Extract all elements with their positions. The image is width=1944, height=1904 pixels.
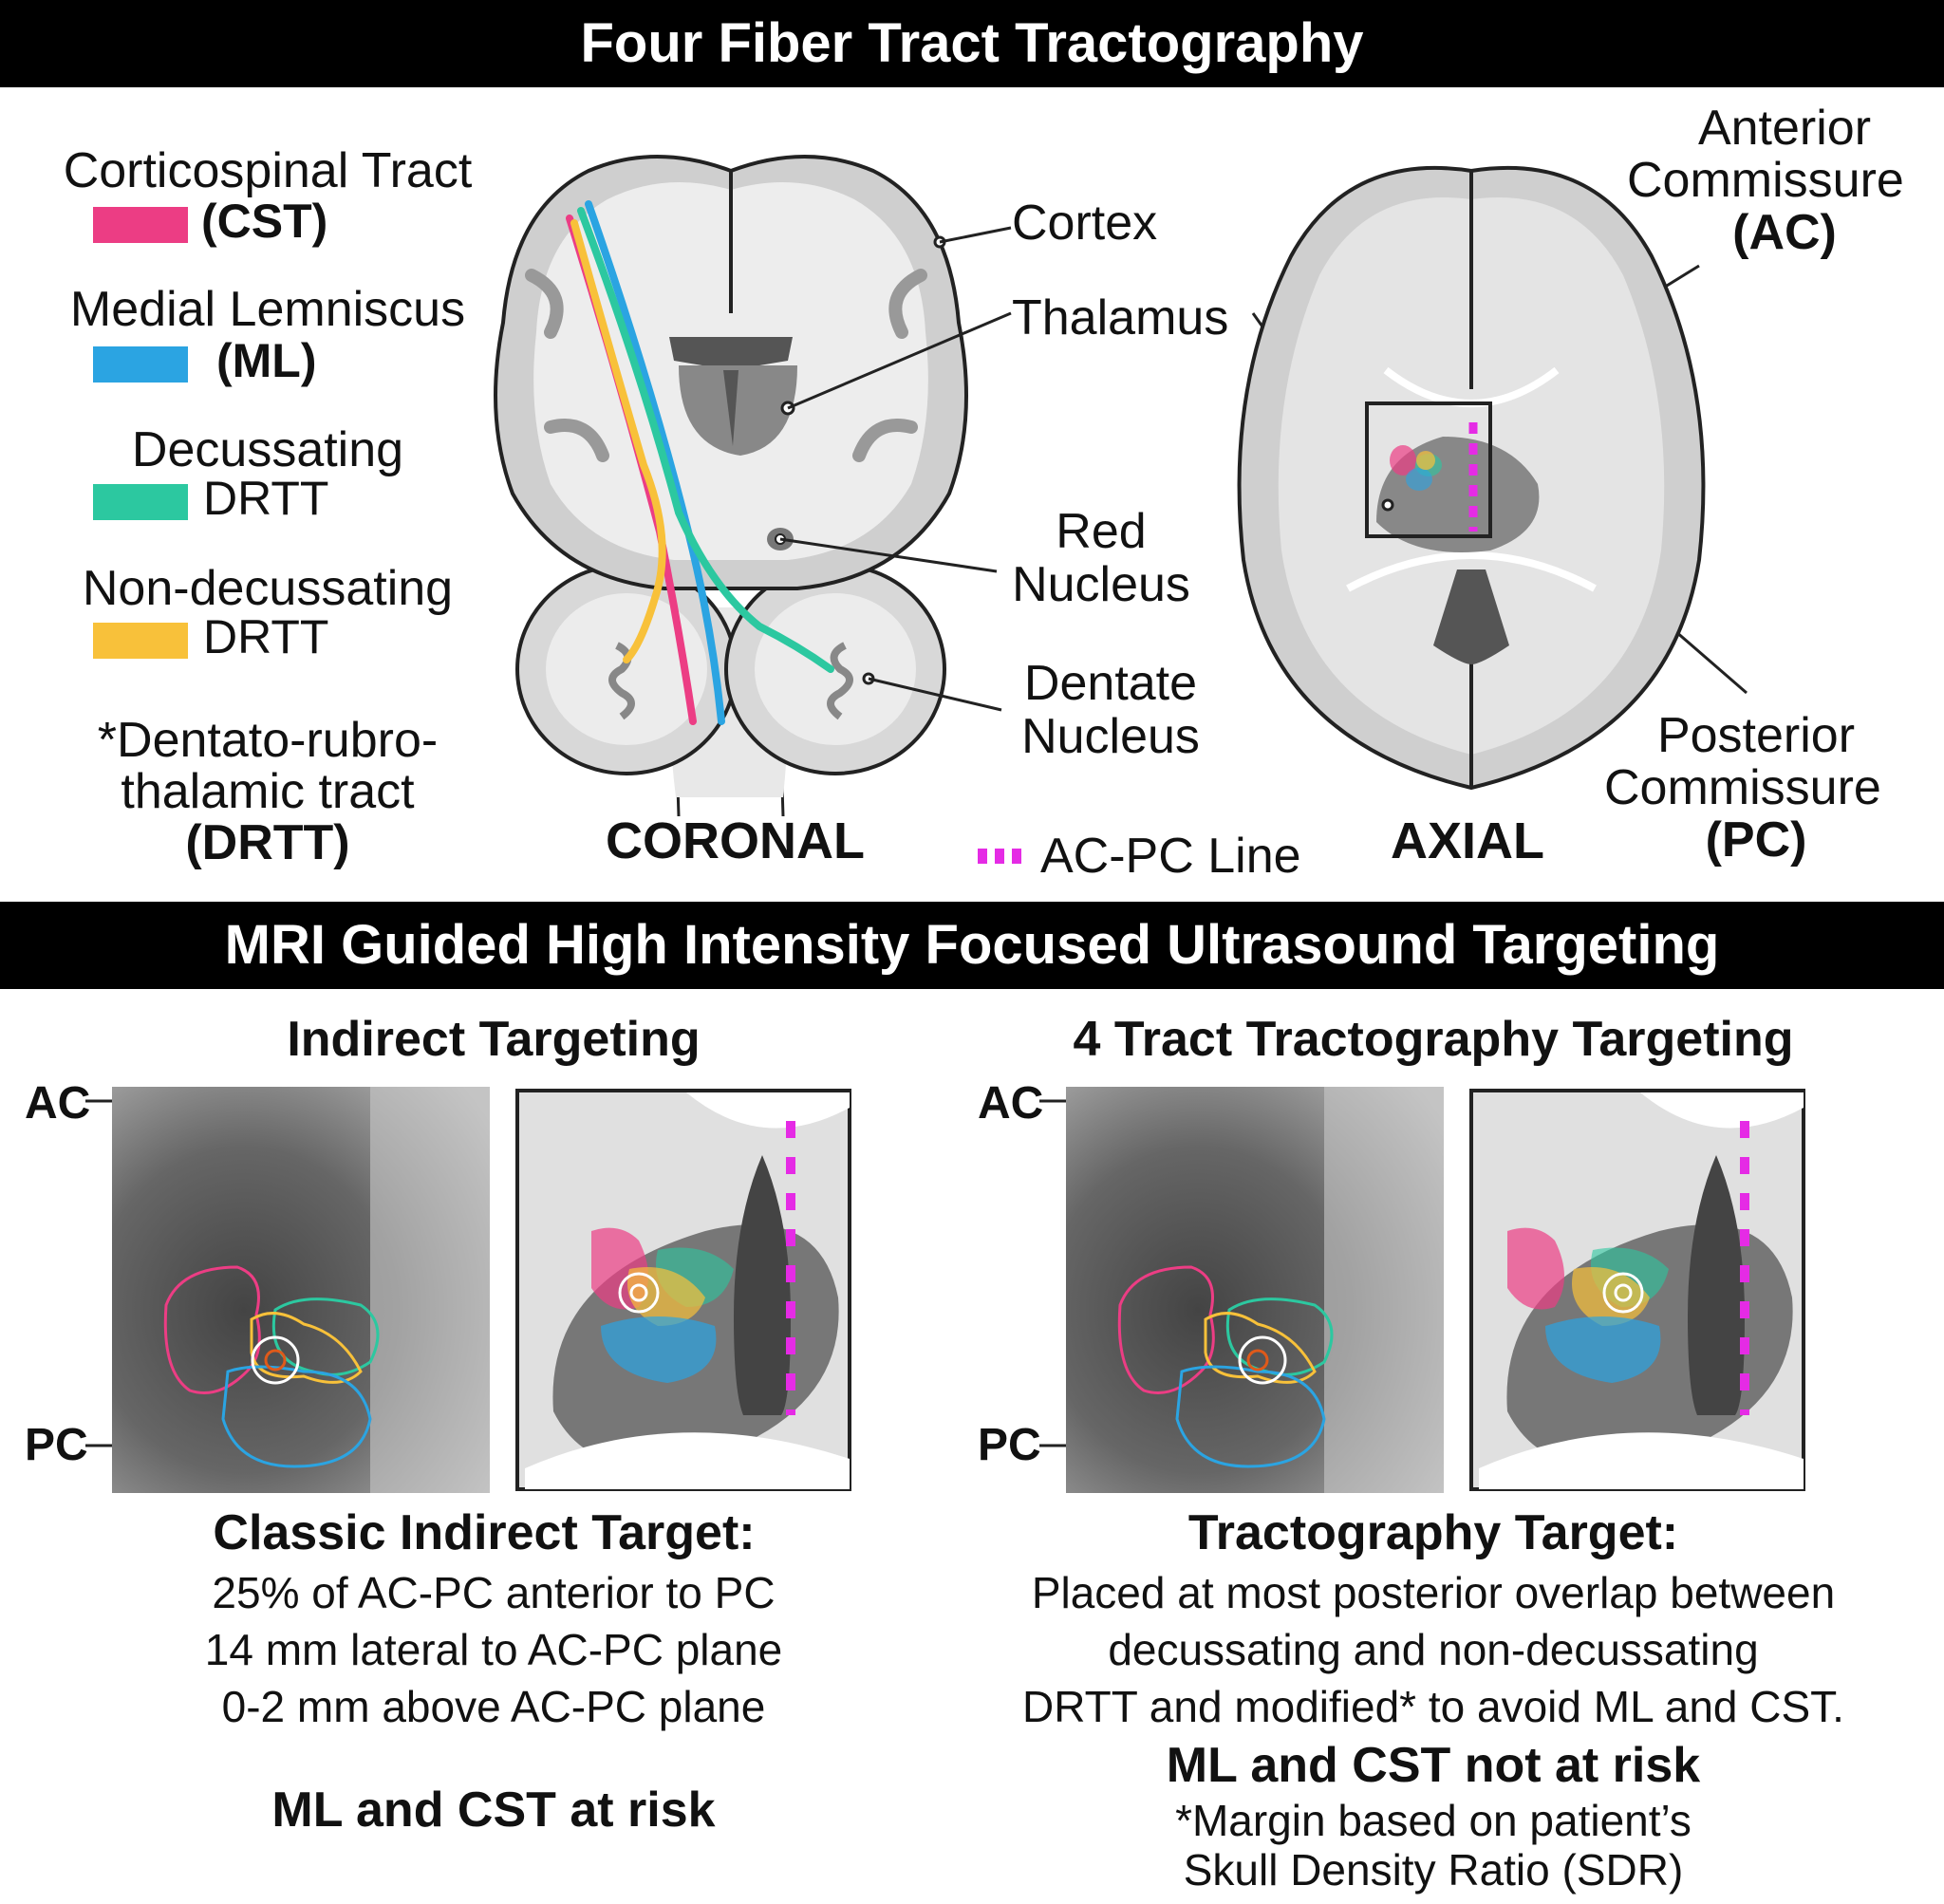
top-banner-title: Four Fiber Tract Tractography [0, 0, 1944, 87]
left-pc-label: PC [25, 1420, 88, 1470]
label-red-nucleus-2: Nucleus [1012, 557, 1190, 612]
legend-nddrtt-name: Non-decussating [82, 561, 454, 616]
axial-brain-illustration [1237, 166, 1706, 791]
right-axial-schematic [1469, 1089, 1805, 1491]
right-note2: Skull Density Ratio (SDR) [1183, 1845, 1684, 1895]
label-ac-line1: Anterior [1697, 101, 1872, 156]
right-line1: Placed at most posterior overlap between [1031, 1568, 1836, 1617]
right-ac-label: AC [978, 1078, 1044, 1129]
bottom-banner-title: MRI Guided High Intensity Focused Ultras… [0, 902, 1944, 989]
label-coronal: CORONAL [606, 812, 865, 869]
legend-ml-abbr: (ML) [216, 334, 317, 387]
label-thalamus: Thalamus [1012, 290, 1229, 345]
right-note1: *Margin based on patient’s [1175, 1796, 1692, 1845]
legend-ml-name: Medial Lemniscus [69, 282, 466, 337]
label-pc-line1: Posterior [1656, 708, 1856, 763]
legend-cst-swatch [93, 207, 188, 243]
legend-nddrtt-swatch [93, 623, 188, 659]
left-line3: 0-2 mm above AC-PC plane [221, 1682, 766, 1731]
label-ac-line3: (AC) [1732, 205, 1837, 260]
left-line2: 14 mm lateral to AC-PC plane [204, 1625, 783, 1674]
legend-note-line3: (DRTT) [185, 815, 350, 870]
right-line3: DRTT and modified* to avoid ML and CST. [1022, 1682, 1844, 1731]
legend-note-line2: thalamic tract [121, 764, 415, 819]
legend-note-line1: *Dentato-rubro- [97, 713, 439, 768]
right-pc-label: PC [978, 1420, 1041, 1470]
acpc-legend-swatch [978, 849, 1021, 864]
label-dentate-2: Nucleus [1021, 709, 1200, 764]
legend-ddrtt-swatch [93, 484, 188, 520]
acpc-legend-label: AC-PC Line [1040, 829, 1301, 884]
right-risk: ML and CST not at risk [1166, 1738, 1701, 1793]
legend-nddrtt-abbr: DRTT [203, 610, 329, 663]
left-mri-image [85, 1087, 490, 1493]
right-panel-title: 4 Tract Tractography Targeting [1073, 1012, 1794, 1067]
legend-cst-name: Corticospinal Tract [63, 143, 473, 198]
right-mri-image [1039, 1087, 1444, 1493]
right-subtitle: Tractography Target: [1187, 1505, 1679, 1560]
label-axial: AXIAL [1391, 812, 1544, 869]
label-pc-line3: (PC) [1705, 812, 1807, 868]
right-line2: decussating and non-decussating [1108, 1625, 1759, 1674]
label-red-nucleus-1: Red [1056, 504, 1147, 559]
legend-cst-abbr: (CST) [201, 195, 328, 248]
left-panel-title: Indirect Targeting [287, 1012, 701, 1067]
left-ac-label: AC [25, 1078, 91, 1129]
coronal-brain-illustration [494, 155, 968, 816]
legend-ddrtt-abbr: DRTT [203, 472, 329, 525]
legend-ddrtt-name: Decussating [131, 422, 404, 477]
left-subtitle: Classic Indirect Target: [213, 1505, 756, 1560]
label-ac-line2: Commissure [1627, 153, 1904, 208]
label-pc-line2: Commissure [1604, 760, 1881, 815]
label-dentate-1: Dentate [1023, 656, 1198, 711]
left-risk: ML and CST at risk [271, 1783, 716, 1838]
legend-ml-swatch [93, 346, 188, 383]
left-line1: 25% of AC-PC anterior to PC [212, 1568, 776, 1617]
label-cortex: Cortex [1012, 196, 1158, 251]
left-axial-schematic [515, 1089, 851, 1491]
